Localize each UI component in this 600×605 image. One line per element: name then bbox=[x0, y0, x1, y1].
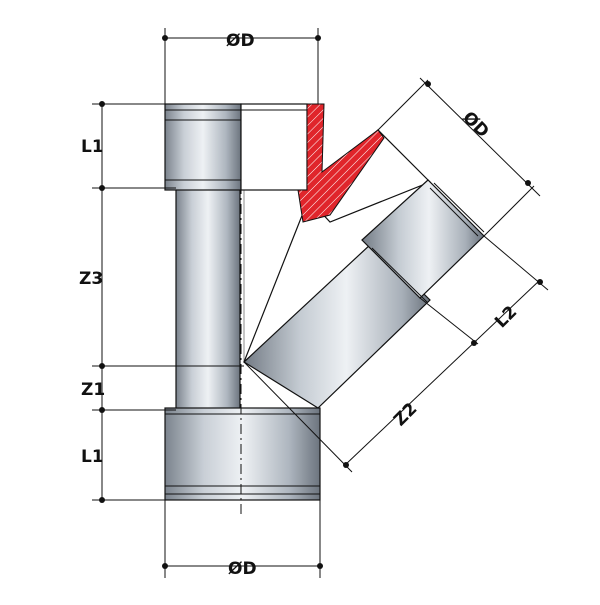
wall-cross-section bbox=[297, 103, 385, 223]
label-z2: Z2 bbox=[390, 399, 421, 430]
dimension-dots bbox=[99, 35, 543, 569]
label-z3: Z3 bbox=[79, 269, 103, 289]
label-l2: L2 bbox=[491, 302, 521, 332]
label-l1-top: L1 bbox=[81, 137, 104, 157]
main-pipe-body bbox=[164, 103, 321, 501]
label-l1-bottom: L1 bbox=[81, 447, 104, 467]
label-od-bottom: ØD bbox=[228, 559, 257, 579]
label-z1: Z1 bbox=[81, 380, 105, 400]
label-od-top: ØD bbox=[226, 31, 255, 51]
label-od-branch: ØD bbox=[458, 108, 492, 142]
